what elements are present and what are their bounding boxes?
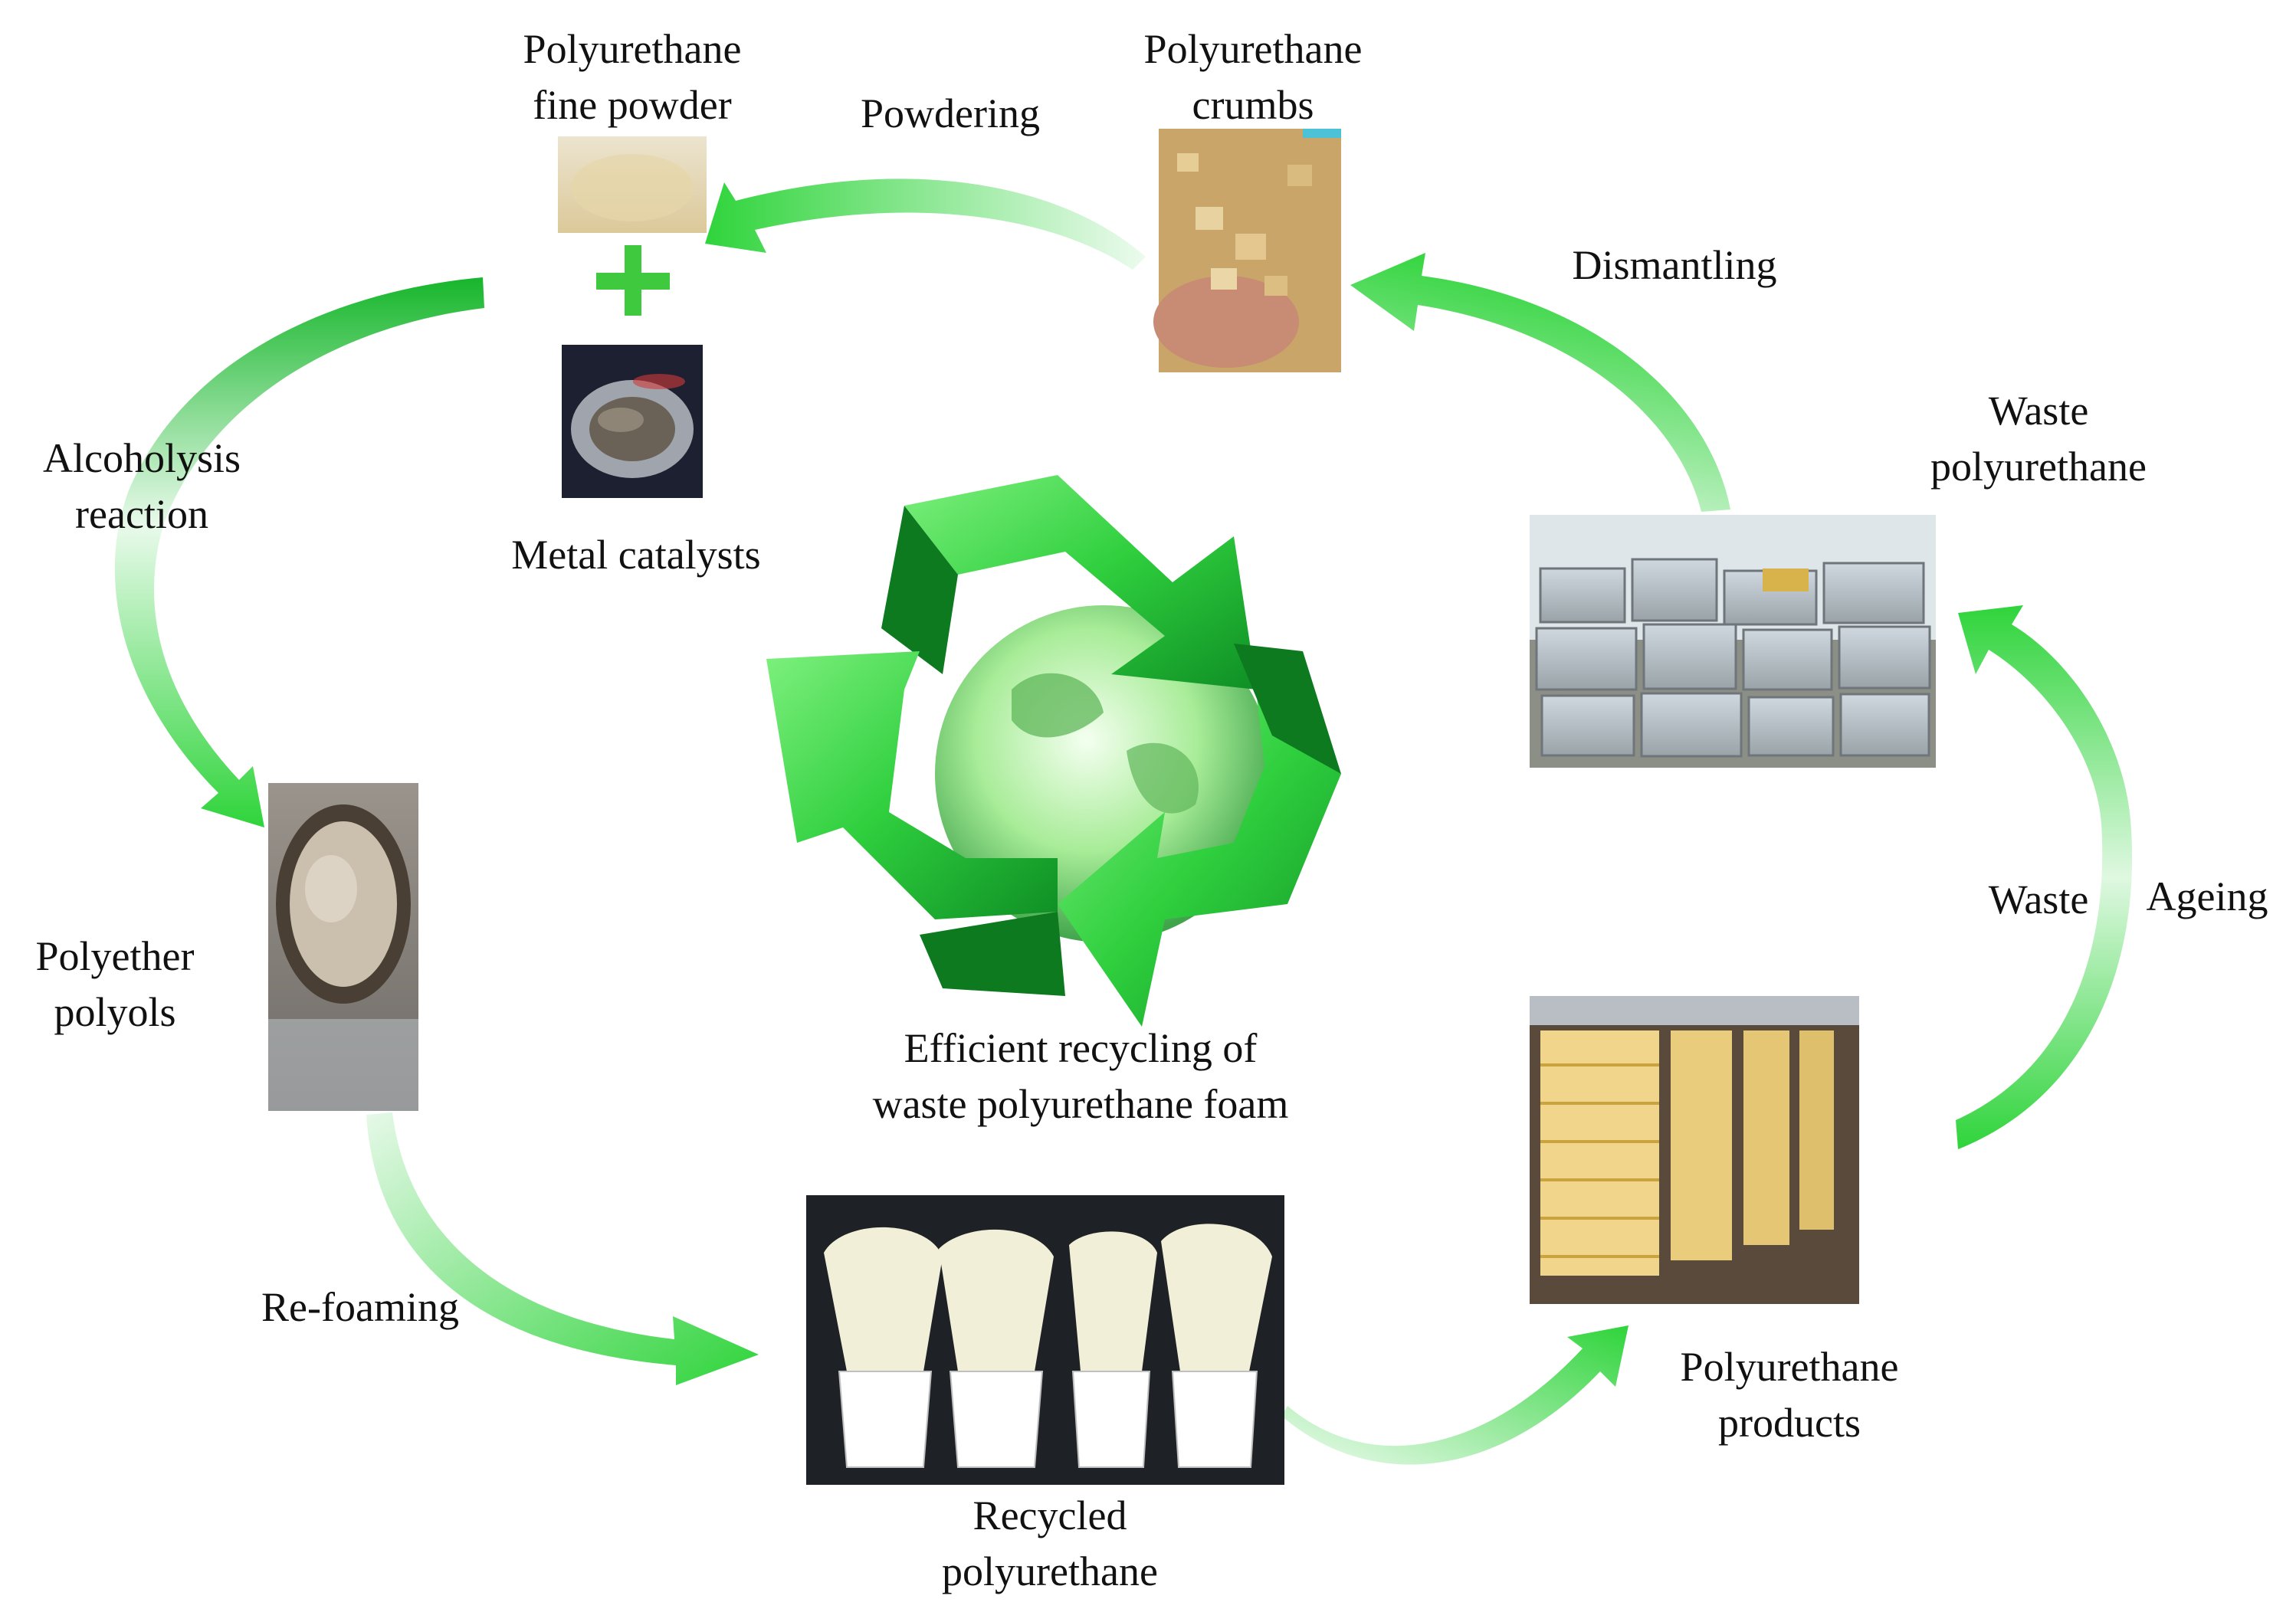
label-recycled-polyurethane-line1: Recycled <box>973 1492 1127 1538</box>
center-caption: Efficient recycling of waste polyurethan… <box>828 1021 1333 1132</box>
label-alcoholysis-line1: Alcoholysis <box>42 435 241 481</box>
recycle-globe-icon <box>766 475 1341 1027</box>
label-metal-catalysts: Metal catalysts <box>467 527 805 583</box>
polyurethane-products-photo <box>1530 996 1859 1304</box>
recycled-polyurethane-photo <box>806 1195 1284 1485</box>
label-polyether-polyols-line2: polyols <box>54 988 176 1035</box>
label-waste-polyurethane-line1: Waste <box>1988 388 2089 434</box>
metal-catalysts-photo <box>562 345 703 498</box>
arrow-dismantling <box>1350 253 1730 512</box>
label-crumbs-line1: Polyurethane <box>1143 26 1363 72</box>
label-polyurethane-products-line2: products <box>1718 1399 1861 1446</box>
arrow-powdering <box>705 179 1146 270</box>
center-caption-line1: Efficient recycling of <box>904 1025 1258 1071</box>
label-dismantling: Dismantling <box>1525 238 1824 293</box>
label-alcoholysis: Alcoholysis reaction <box>15 431 268 542</box>
label-fine-powder-line2: fine powder <box>533 81 732 128</box>
label-polyether-polyols-line1: Polyether <box>35 933 195 979</box>
label-polyether-polyols: Polyether polyols <box>0 929 230 1040</box>
fine-powder-photo <box>558 136 707 233</box>
label-crumbs-line2: crumbs <box>1192 81 1314 128</box>
label-alcoholysis-line2: reaction <box>75 490 208 537</box>
arrow-refoaming <box>366 1112 759 1385</box>
label-refoaming-text: Re-foaming <box>261 1284 459 1330</box>
arrow-alcoholysis <box>114 277 485 827</box>
label-waste-polyurethane-line2: polyurethane <box>1930 443 2147 490</box>
label-polyurethane-products: Polyurethane products <box>1625 1339 1954 1451</box>
label-powdering-text: Powdering <box>861 90 1040 136</box>
label-waste-polyurethane: Waste polyurethane <box>1893 383 2184 495</box>
label-powdering: Powdering <box>812 86 1088 142</box>
label-waste-text: Waste <box>1988 876 2089 922</box>
crumbs-photo <box>1153 129 1341 372</box>
label-metal-catalysts-text: Metal catalysts <box>511 532 761 578</box>
label-fine-powder-line1: Polyurethane <box>523 26 742 72</box>
label-fine-powder: Polyurethane fine powder <box>475 21 789 133</box>
label-crumbs: Polyurethane crumbs <box>1096 21 1410 133</box>
label-polyurethane-products-line1: Polyurethane <box>1680 1344 1899 1390</box>
label-recycled-polyurethane: Recycled polyurethane <box>889 1488 1211 1600</box>
label-waste: Waste <box>1962 872 2115 928</box>
label-refoaming: Re-foaming <box>230 1279 490 1335</box>
waste-polyurethane-photo <box>1530 515 1936 768</box>
label-recycled-polyurethane-line2: polyurethane <box>942 1548 1158 1594</box>
polyether-polyols-photo <box>268 783 418 1111</box>
label-dismantling-text: Dismantling <box>1572 242 1777 288</box>
plus-icon <box>596 245 670 316</box>
arrow-ageing <box>1956 605 2133 1149</box>
label-ageing-text: Ageing <box>2146 873 2268 919</box>
arrow-to-products <box>1281 1325 1629 1465</box>
label-ageing: Ageing <box>2123 869 2291 925</box>
center-caption-line2: waste polyurethane foam <box>872 1080 1289 1127</box>
